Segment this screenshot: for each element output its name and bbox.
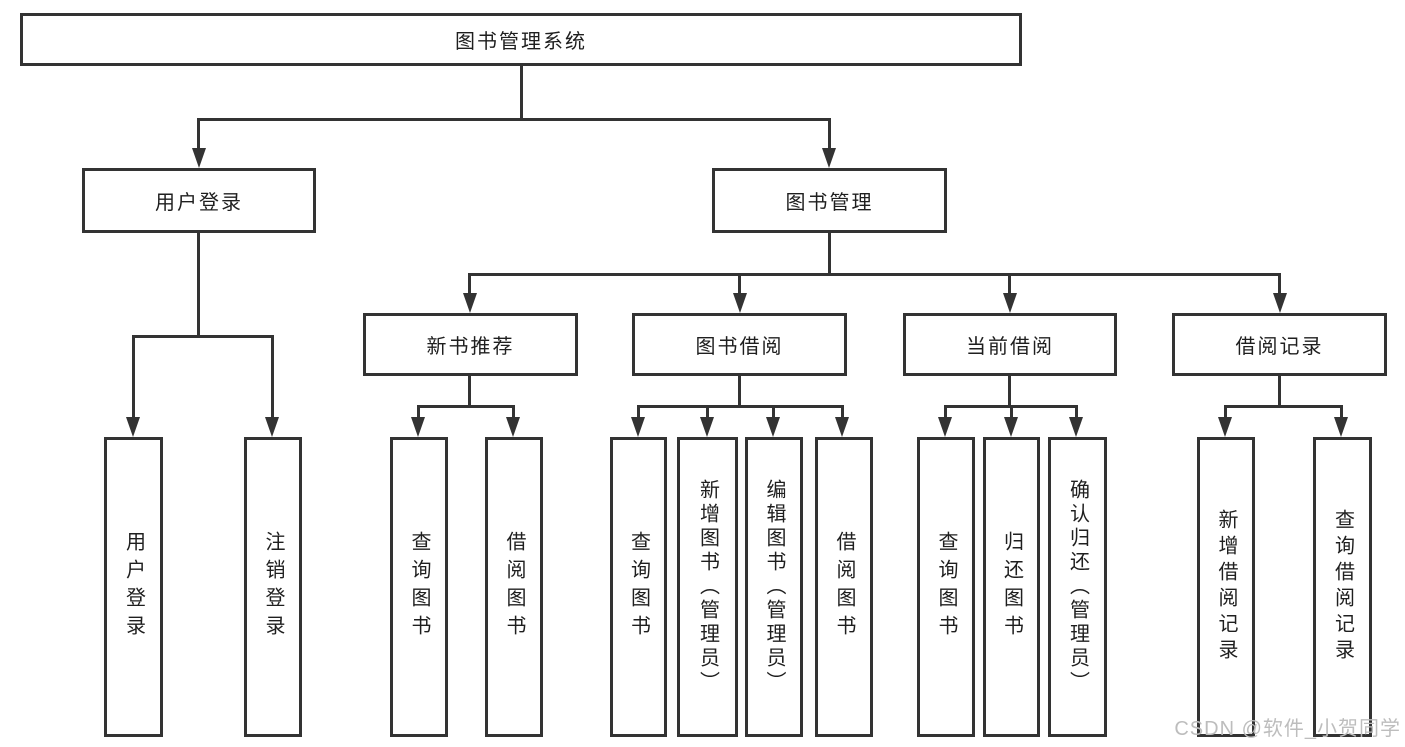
arrow-down-icon: [822, 148, 836, 168]
leaf-label: 查询图书: [935, 531, 957, 643]
connector-line: [828, 233, 831, 273]
leaf-query-books-borrow: 查询图书: [610, 437, 667, 737]
connector-line: [468, 273, 1281, 276]
leaf-label: 注销登录: [262, 531, 284, 643]
arrow-down-icon: [1218, 417, 1232, 437]
arrow-down-icon: [733, 293, 747, 313]
leaf-logout: 注销登录: [244, 437, 302, 737]
connector-line: [1075, 405, 1078, 419]
leaf-confirm-return-admin: 确认归还（管理员）: [1048, 437, 1107, 737]
connector-line: [706, 405, 709, 419]
connector-line: [417, 405, 420, 419]
node-root: 图书管理系统: [20, 13, 1022, 66]
leaf-label: 查询借阅记录: [1331, 509, 1354, 665]
connector-line: [1008, 273, 1011, 295]
leaf-borrow-books-recommend: 借阅图书: [485, 437, 543, 737]
arrow-down-icon: [766, 417, 780, 437]
node-new-book-recommend: 新书推荐: [363, 313, 578, 376]
leaf-edit-book-admin: 编辑图书（管理员）: [745, 437, 803, 737]
connector-line: [1340, 405, 1343, 419]
arrow-down-icon: [835, 417, 849, 437]
connector-line: [197, 118, 200, 150]
arrow-down-icon: [411, 417, 425, 437]
connector-line: [738, 273, 741, 295]
leaf-return-books: 归还图书: [983, 437, 1040, 737]
arrow-down-icon: [1004, 417, 1018, 437]
node-current-borrow: 当前借阅: [903, 313, 1117, 376]
leaf-add-book-admin: 新增图书（管理员）: [677, 437, 738, 737]
leaf-label: 用户登录: [122, 531, 145, 643]
connector-line: [1278, 273, 1281, 295]
connector-line: [512, 405, 515, 419]
arrow-down-icon: [1003, 293, 1017, 313]
leaf-add-borrow-record: 新增借阅记录: [1197, 437, 1255, 737]
arrow-down-icon: [700, 417, 714, 437]
leaf-borrow-books-borrow: 借阅图书: [815, 437, 873, 737]
arrow-down-icon: [938, 417, 952, 437]
connector-line: [772, 405, 775, 419]
leaf-label: 查询图书: [408, 531, 430, 643]
connector-line: [468, 273, 471, 295]
arrow-down-icon: [463, 293, 477, 313]
arrow-down-icon: [631, 417, 645, 437]
leaf-user-login: 用户登录: [104, 437, 163, 737]
node-user-login: 用户登录: [82, 168, 316, 233]
arrow-down-icon: [126, 417, 140, 437]
arrow-down-icon: [192, 148, 206, 168]
connector-line: [132, 335, 274, 338]
connector-line: [132, 335, 135, 419]
connector-line: [828, 118, 831, 150]
leaf-label: 新增图书（管理员）: [696, 479, 719, 695]
connector-line: [637, 405, 640, 419]
connector-line: [1278, 375, 1281, 405]
csdn-watermark: CSDN @软件_小贺同学: [1174, 718, 1401, 740]
connector-line: [944, 405, 947, 419]
connector-line: [1008, 375, 1011, 405]
leaf-query-books-recommend: 查询图书: [390, 437, 448, 737]
arrow-down-icon: [1334, 417, 1348, 437]
connector-line: [468, 375, 471, 405]
connector-line: [738, 376, 741, 405]
leaf-query-books-current: 查询图书: [917, 437, 975, 737]
arrow-down-icon: [265, 417, 279, 437]
arrow-down-icon: [1273, 293, 1287, 313]
connector-line: [1010, 405, 1013, 419]
node-borrow-records: 借阅记录: [1172, 313, 1387, 376]
leaf-query-borrow-record: 查询借阅记录: [1313, 437, 1372, 737]
node-book-borrow: 图书借阅: [632, 313, 847, 376]
connector-line: [197, 233, 200, 335]
leaf-label: 借阅图书: [833, 531, 855, 643]
connector-line: [417, 405, 515, 408]
leaf-label: 确认归还（管理员）: [1066, 479, 1089, 695]
connector-line: [520, 65, 523, 118]
connector-line: [841, 405, 844, 419]
connector-line: [1224, 405, 1227, 419]
arrow-down-icon: [1069, 417, 1083, 437]
connector-line: [1224, 405, 1343, 408]
node-book-management: 图书管理: [712, 168, 947, 233]
connector-line: [271, 335, 274, 419]
arrow-down-icon: [506, 417, 520, 437]
leaf-label: 借阅图书: [503, 531, 525, 643]
connector-line: [637, 405, 844, 408]
leaf-label: 编辑图书（管理员）: [763, 479, 785, 695]
leaf-label: 归还图书: [1000, 531, 1023, 643]
leaf-label: 查询图书: [627, 531, 650, 643]
connector-line: [198, 118, 831, 121]
leaf-label: 新增借阅记录: [1215, 509, 1237, 665]
